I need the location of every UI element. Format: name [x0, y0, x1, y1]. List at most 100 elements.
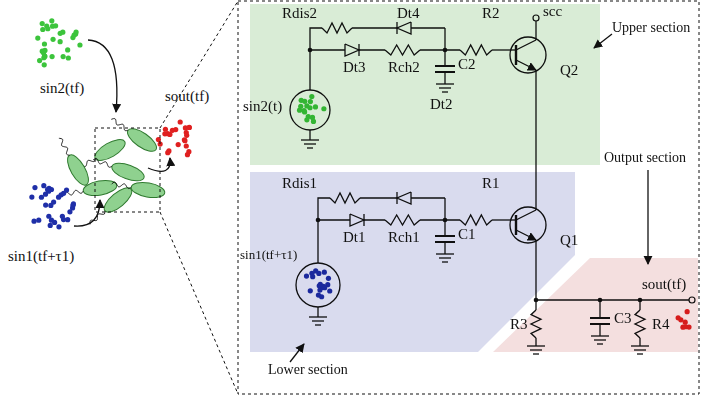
- signal-arrow: [148, 158, 170, 171]
- molecule-dot: [45, 26, 50, 31]
- molecule-dot: [43, 202, 48, 207]
- label-anchor: Q2: [560, 62, 578, 79]
- section-band: Output section: [493, 258, 698, 352]
- molecule-dot: [182, 137, 187, 142]
- molecule-dot: [66, 55, 71, 60]
- molecule-dot: [187, 125, 192, 130]
- label-anchor: Q1: [560, 232, 578, 249]
- molecule-dot: [182, 138, 187, 143]
- section-heading: Upper section: [612, 20, 690, 35]
- component-label: Rch2: [388, 59, 420, 76]
- molecule-dot: [185, 152, 190, 157]
- molecule-dot: [70, 35, 75, 40]
- component-label: Dt3: [343, 59, 366, 76]
- molecule-dot: [50, 37, 55, 42]
- component-label: sout(tf): [165, 88, 209, 105]
- molecule-dot: [40, 21, 45, 26]
- component-label: sin2(tf): [40, 80, 84, 97]
- molecule-dot: [49, 218, 54, 223]
- component-label: R1: [482, 175, 500, 192]
- wire: [535, 300, 536, 310]
- molecule-dot: [42, 41, 47, 46]
- molecule-dot: [167, 132, 172, 137]
- label-anchor: sout(tf): [642, 276, 686, 293]
- schematic: [29, 1, 699, 394]
- bacterium-cell: [130, 180, 166, 200]
- molecule-dot: [35, 36, 40, 41]
- section-fill: [250, 4, 600, 165]
- component-label: Dt2: [430, 96, 453, 113]
- flagellum: [111, 182, 131, 188]
- molecule-dot: [36, 218, 41, 223]
- component-label: sin1(tf+τ1): [240, 248, 297, 262]
- label-anchor: Rdis2: [282, 5, 317, 22]
- bacterium-cell: [92, 135, 128, 164]
- component-label: sin2(t): [243, 98, 282, 115]
- component-label: Dt4: [397, 5, 420, 22]
- label-anchor: C2: [458, 56, 476, 73]
- molecule-dot: [187, 125, 192, 130]
- component-label: sin1(tf+τ1): [8, 248, 74, 265]
- molecule-dot: [40, 27, 45, 32]
- flagellum: [111, 119, 128, 131]
- label-anchor: C1: [458, 226, 476, 243]
- ground-symbol: [637, 353, 643, 354]
- component-label: scc: [543, 3, 562, 20]
- molecule-dot: [60, 30, 65, 35]
- molecule-dot: [56, 224, 61, 229]
- label-anchor: Rch1: [388, 229, 420, 246]
- component-label: Rdis2: [282, 5, 317, 22]
- label-anchor: sin2(tf): [40, 80, 84, 97]
- molecule-dot: [173, 127, 178, 132]
- molecule-dot: [32, 185, 37, 190]
- molecule-dot: [184, 143, 189, 148]
- molecule-dot: [176, 142, 181, 147]
- component-label: R3: [510, 316, 528, 333]
- label-anchor: Dt1: [343, 229, 366, 246]
- molecule-dot: [31, 219, 36, 224]
- component-label: Dt1: [343, 229, 366, 246]
- heading-anchor: Output section: [604, 150, 686, 165]
- section-shape: [250, 4, 600, 165]
- component-label: sout(tf): [642, 276, 686, 293]
- component-label: R4: [652, 316, 670, 333]
- label-anchor: Rch2: [388, 59, 420, 76]
- signal-arrow: [74, 200, 100, 226]
- section-heading: Output section: [604, 150, 686, 165]
- bacterium-cell: [63, 152, 92, 188]
- molecule-dot: [178, 119, 183, 124]
- bacterium-cell: [100, 184, 135, 217]
- molecule-dot: [45, 187, 50, 192]
- molecule-dot: [41, 55, 46, 60]
- label-anchor: Dt3: [343, 59, 366, 76]
- molecule-dot: [162, 131, 167, 136]
- molecule-dot: [77, 42, 82, 47]
- component-label: Rdis1: [282, 175, 317, 192]
- label-anchor: sin2(t): [243, 98, 282, 115]
- ground-symbol: [533, 353, 539, 354]
- molecule-dot: [29, 195, 34, 200]
- label-anchor: R4: [652, 316, 670, 333]
- molecule-dot: [61, 54, 66, 59]
- molecule-dot: [41, 183, 46, 188]
- label-anchor: R1: [482, 175, 500, 192]
- molecule-dot: [71, 201, 76, 206]
- section-fill: [250, 172, 575, 352]
- label-anchor: R2: [482, 5, 500, 22]
- molecule-dot: [49, 54, 54, 59]
- molecule-dot: [49, 18, 54, 23]
- molecule-dot: [61, 191, 66, 196]
- component-label: Q2: [560, 62, 578, 79]
- molecule-dot: [184, 133, 189, 138]
- component-label: Q1: [560, 232, 578, 249]
- molecule-dot: [53, 23, 58, 28]
- component-label: Rch1: [388, 229, 420, 246]
- component-label: C2: [458, 56, 476, 73]
- flagellum: [59, 138, 70, 155]
- bacterium-cell: [110, 160, 147, 185]
- bacterium-cell: [124, 125, 160, 156]
- molecule-dot: [73, 29, 78, 34]
- flagellum: [93, 158, 112, 167]
- label-anchor: R3: [510, 316, 528, 333]
- leader-arrow: [647, 170, 648, 264]
